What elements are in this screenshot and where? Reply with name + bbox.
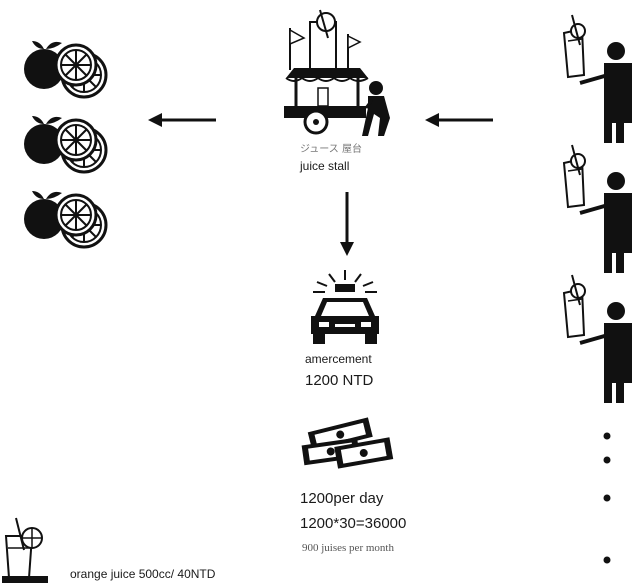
- money-stack-icon: [301, 417, 394, 469]
- customers-group: [562, 13, 632, 405]
- oranges-group: [22, 39, 108, 249]
- orange-icon-3: [22, 189, 108, 249]
- arrow-down-fine: [340, 192, 354, 256]
- police-car-icon: [311, 270, 379, 344]
- customer-icon-1: [562, 13, 632, 145]
- fine-label: amercement: [305, 352, 372, 366]
- continuation-dots: [602, 432, 612, 582]
- legend-label: orange juice 500cc/ 40NTD: [70, 567, 216, 581]
- customer-icon-2: [562, 143, 632, 275]
- fine-amount: 1200 NTD: [305, 372, 374, 389]
- money-per-day: 1200per day: [300, 490, 384, 507]
- money-per-month-calc: 1200*30=36000: [300, 515, 407, 532]
- orange-icon-2: [22, 114, 108, 174]
- arrow-left-oranges: [148, 113, 216, 127]
- orange-icon-1: [22, 39, 108, 99]
- juice-cup-icon: [2, 517, 48, 583]
- juice-stall-icon: [284, 9, 390, 136]
- arrow-left-stall: [425, 113, 493, 127]
- customer-icon-3: [562, 273, 632, 405]
- money-note: 900 juises per month: [302, 542, 394, 554]
- stall-label: juice stall: [300, 159, 350, 173]
- stall-label-jp: ジュース 屋台: [300, 144, 362, 155]
